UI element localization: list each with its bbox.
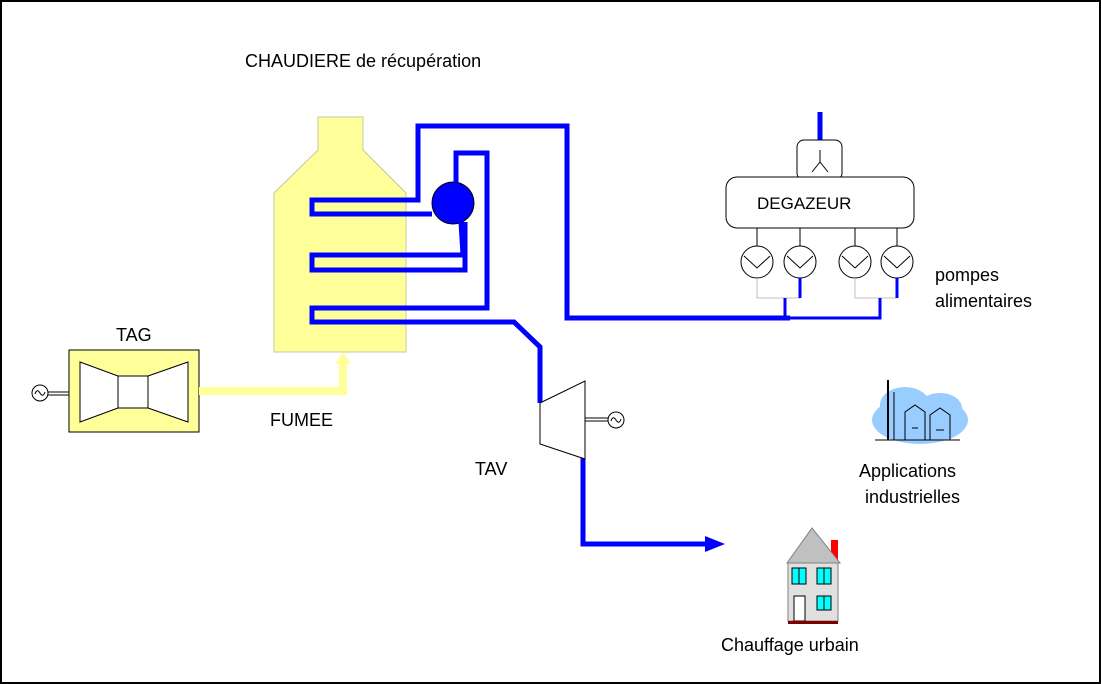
degasser-nozzle-icon (811, 150, 829, 173)
recovery-boiler (273, 116, 407, 353)
flow-arrow-icon (705, 536, 725, 552)
boiler-title: CHAUDIERE de récupération (245, 51, 481, 71)
industrial-label-1: Applications (859, 461, 956, 481)
degasser-label: DEGAZEUR (757, 194, 851, 213)
degasser-tank (725, 176, 915, 229)
shaft-icon (117, 375, 149, 409)
flue-gas-arrow-icon (335, 352, 351, 364)
evaporator-coil (309, 221, 468, 273)
house-door (793, 595, 806, 622)
gas-turbine-label: TAG (116, 325, 152, 345)
steam-turbine-icon (539, 380, 586, 460)
turbine-icon (147, 361, 189, 423)
exhaust-steam-line (580, 450, 705, 547)
flue-gas-duct (199, 362, 347, 395)
flue-gas-label: FUMEE (270, 410, 333, 430)
feedwater-line (309, 123, 790, 321)
steam-drum (431, 181, 475, 225)
drum-riser (309, 150, 543, 403)
feed-pumps-label-2: alimentaires (935, 291, 1032, 311)
steam-turbine (539, 380, 625, 460)
house-icon (786, 527, 842, 624)
steam-turbine-label: TAV (475, 459, 507, 479)
district-heating-label: Chauffage urbain (721, 635, 859, 655)
chimney (831, 540, 838, 560)
steam-pipes (309, 112, 823, 547)
gas-turbine (31, 349, 200, 433)
degasser: DEGAZEUR (725, 139, 915, 229)
industrial-label-2: industrielles (865, 487, 960, 507)
factory-cloud-icon (872, 380, 968, 444)
pump-discharge-lines (783, 278, 899, 320)
feed-pumps-label-1: pompes (935, 265, 999, 285)
